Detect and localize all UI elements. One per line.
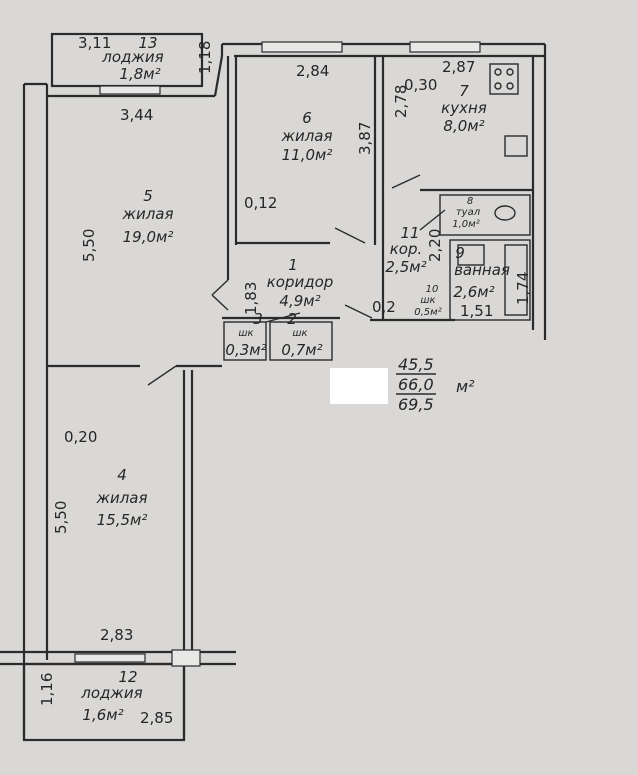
- room8-name: туал: [456, 207, 481, 218]
- dim-2-87: 2,87: [442, 58, 475, 76]
- area-totals: 45,5 66,0 69,5 м²: [330, 355, 475, 414]
- toilet-walls: [439, 194, 531, 236]
- room13-area: 1,8м²: [119, 65, 160, 83]
- bathtub-icon: [504, 244, 528, 316]
- living-area-total: 45,5: [398, 355, 434, 374]
- room2-area: 0,7м²: [281, 341, 322, 359]
- dim-1-51: 1,51: [460, 302, 493, 320]
- dim-1-16: 1,16: [38, 673, 56, 706]
- dimensions: 3,11 1,18 3,44 2,84 0,30 2,87 3,87 2,78 …: [38, 34, 532, 727]
- dim-0-12: 0,12: [244, 194, 277, 212]
- room4-name: жилая: [95, 489, 147, 507]
- dim-2-20: 2,20: [426, 229, 444, 262]
- sink-icon: [504, 135, 528, 157]
- door-room4: [147, 365, 177, 386]
- room1-area: 4,9м²: [279, 292, 320, 310]
- walls: [0, 32, 547, 742]
- stove-icon: [489, 63, 519, 95]
- room1-name: коридор: [267, 273, 334, 291]
- room3-name: шк: [238, 328, 253, 339]
- room5-area: 19,0м²: [123, 228, 174, 246]
- loggia-12-walls: [22, 662, 186, 742]
- dim-3-87: 3,87: [356, 122, 374, 155]
- door-room6: [334, 227, 366, 244]
- windows: [74, 41, 481, 667]
- fixtures: [457, 63, 528, 316]
- dim-2-85: 2,85: [140, 709, 173, 727]
- room12-area: 1,6м²: [82, 706, 123, 724]
- room4-number: 4: [117, 466, 127, 484]
- room3-area: 0,3м²: [225, 341, 266, 359]
- window-kitchen: [409, 41, 481, 53]
- dim-1-74: 1,74: [514, 272, 532, 305]
- area-unit: м²: [456, 377, 475, 396]
- room1-number: 1: [288, 256, 298, 274]
- room12-number: 12: [118, 668, 137, 686]
- toilet-icon: [494, 205, 516, 221]
- dim-3-44: 3,44: [120, 106, 153, 124]
- room6-area: 11,0м²: [282, 146, 333, 164]
- redacted-block: [330, 368, 388, 404]
- dim-2-78: 2,78: [392, 85, 410, 118]
- door-kitchen: [391, 174, 421, 189]
- dim-2-83: 2,83: [100, 626, 133, 644]
- room7-number: 7: [459, 82, 469, 100]
- dim-1-83: 1,83: [242, 282, 260, 315]
- room10-number: 10: [426, 284, 439, 295]
- room5-number: 5: [143, 187, 153, 205]
- room8-area: 1,0м²: [452, 219, 479, 230]
- room6-number: 6: [302, 109, 312, 127]
- room11-number: 11: [400, 224, 419, 242]
- room-labels: 13 лоджия 1,8м² 6 жилая 11,0м² 7 кухня 8…: [80, 34, 510, 724]
- window-room4: [74, 653, 146, 663]
- dim-1-18: 1,18: [196, 41, 214, 74]
- dim-2-84: 2,84: [296, 62, 329, 80]
- window-room5: [99, 85, 161, 95]
- room9-name: ванная: [454, 261, 510, 279]
- room9-number: 9: [455, 244, 465, 262]
- dim-0-20: 0,20: [64, 428, 97, 446]
- dim-5-50-top: 5,50: [80, 229, 98, 262]
- total-area: 66,0: [398, 375, 434, 394]
- room7-name: кухня: [441, 99, 487, 117]
- room10-area: 0,5м²: [414, 307, 441, 318]
- closet-3: [223, 321, 267, 361]
- dim-0-2: 0,2: [372, 298, 396, 316]
- dim-0-30: 0,30: [404, 76, 437, 94]
- room3-number: 3: [253, 310, 263, 328]
- area-with-loggia: 69,5: [398, 395, 434, 414]
- window-room6: [261, 41, 343, 53]
- dim-5-50-bottom: 5,50: [52, 501, 70, 534]
- room5-name: жилая: [121, 205, 173, 223]
- room4-area: 15,5м²: [97, 511, 148, 529]
- room13-number: 13: [138, 34, 157, 52]
- room12-name: лоджия: [80, 684, 142, 702]
- room8-number: 8: [467, 196, 473, 207]
- closet-2: [269, 321, 333, 361]
- room2-number: 2: [287, 310, 297, 328]
- bath-walls: [449, 239, 531, 321]
- room6-name: жилая: [280, 127, 332, 145]
- room2-name: шк: [292, 328, 307, 339]
- room7-area: 8,0м²: [443, 117, 484, 135]
- room13-name: лоджия: [101, 48, 163, 66]
- room11-name: кор.: [390, 240, 423, 258]
- dim-3-11: 3,11: [78, 34, 111, 52]
- room10-name: шк: [420, 295, 435, 306]
- washbasin-icon: [457, 244, 485, 266]
- room11-area: 2,5м²: [385, 258, 426, 276]
- room9-area: 2,6м²: [453, 283, 494, 301]
